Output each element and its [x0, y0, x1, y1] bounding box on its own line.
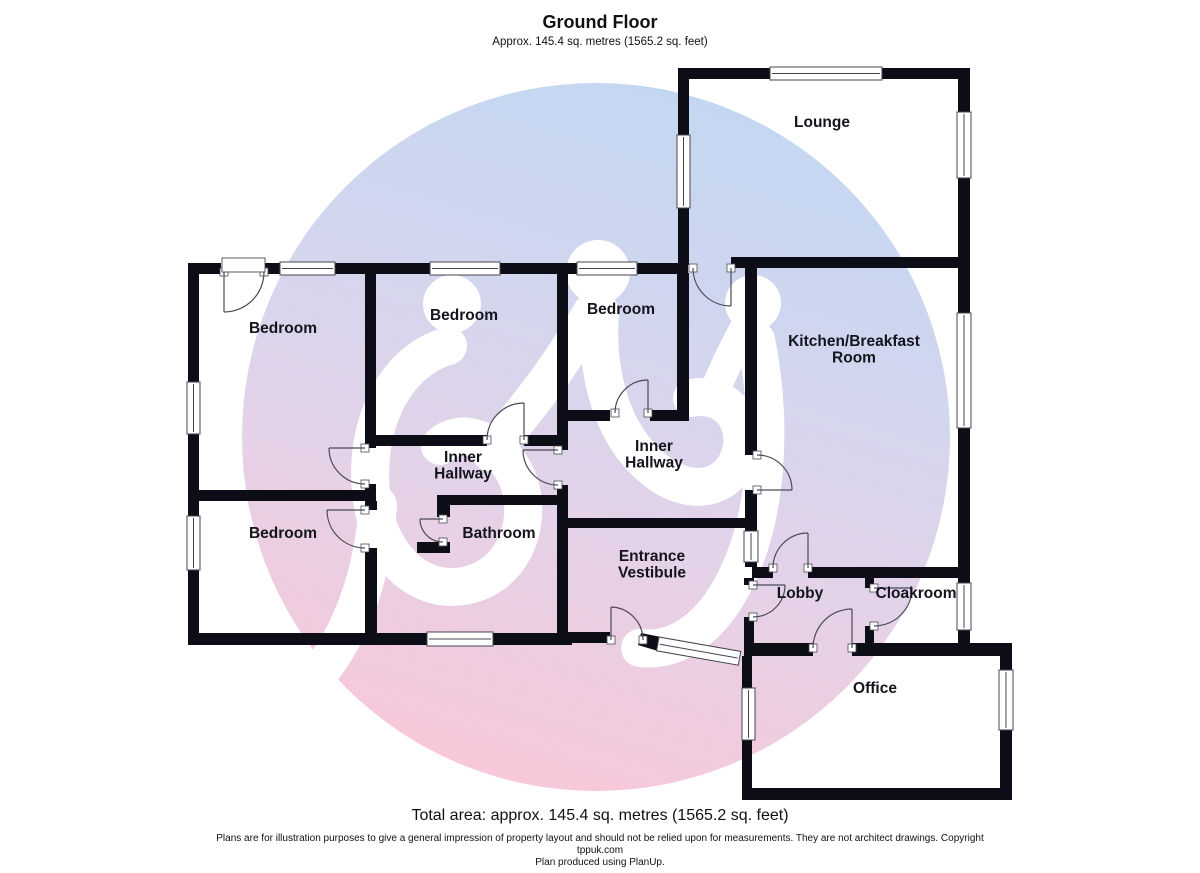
room-label-bedroom-3: Bedroom	[587, 301, 655, 318]
kitchen-door-arc	[756, 454, 793, 491]
lobby-kitchen-door-arc	[772, 532, 809, 569]
wall	[437, 495, 450, 517]
window-pane-line	[659, 643, 738, 659]
wall	[650, 410, 689, 421]
doors-layer	[219, 257, 913, 653]
wall	[188, 633, 572, 645]
logo-figure-stroke	[580, 293, 762, 506]
total-area-text: Total area: approx. 145.4 sq. metres (15…	[411, 807, 789, 824]
room-label-cloakroom: Cloakroom	[876, 585, 957, 602]
plan-header: Ground Floor Approx. 145.4 sq. metres (1…	[0, 0, 1200, 48]
produced-by-text: Plan produced using PlanUp.	[535, 857, 665, 868]
wall	[852, 643, 1012, 656]
wall	[744, 617, 754, 648]
wall	[562, 518, 748, 528]
wall	[368, 435, 487, 446]
lobby-office-door-arc	[812, 608, 853, 649]
watermark-logo	[242, 83, 950, 791]
wall	[742, 788, 1012, 800]
wall	[557, 410, 610, 421]
wall	[557, 485, 568, 633]
wall	[752, 567, 773, 578]
wall	[188, 263, 221, 274]
windows-layer	[186, 66, 1014, 741]
page-subtitle: Approx. 145.4 sq. metres (1565.2 sq. fee…	[492, 35, 708, 48]
wall	[524, 435, 557, 446]
door-leaf-box	[221, 257, 266, 273]
wall	[731, 257, 968, 268]
wall	[188, 263, 199, 645]
wall	[365, 501, 377, 510]
entrance-door-arc	[610, 606, 644, 641]
bedroom1-ext-door-arc	[223, 271, 265, 313]
wall	[417, 542, 450, 553]
wall	[437, 495, 568, 505]
bedroom4-door-arc	[326, 509, 366, 549]
wall	[808, 567, 968, 578]
disclaimer-line-2: tppuk.com	[576, 845, 624, 856]
wall	[744, 643, 813, 656]
vestibule-lobby-door-arc	[752, 584, 786, 618]
wall	[865, 578, 874, 588]
wall	[562, 632, 610, 643]
room-label-bedroom-1: Bedroom	[249, 320, 317, 337]
watermark-circle	[242, 83, 950, 791]
logo-figure-stroke	[286, 486, 397, 707]
page-title: Ground Floor	[542, 12, 658, 32]
bedroom1-door-arc	[328, 447, 366, 485]
wall	[365, 548, 377, 633]
lounge-door-arc	[692, 267, 732, 307]
room-label-bedroom-2: Bedroom	[430, 307, 498, 324]
wall	[865, 626, 874, 648]
wall	[365, 273, 376, 448]
bedroom3-door-arc	[614, 379, 649, 414]
hallway-link-door-arc	[522, 449, 559, 486]
room-label-lobby: Lobby	[777, 585, 824, 602]
room-label-office: Office	[853, 680, 897, 697]
room-label-bathroom: Bathroom	[462, 525, 535, 542]
bathroom-door-arc	[419, 518, 444, 543]
wall	[557, 273, 568, 450]
room-label-lounge: Lounge	[794, 114, 850, 131]
wall	[745, 257, 757, 455]
bedroom2-door-arc	[486, 402, 525, 441]
wall	[677, 273, 689, 421]
room-label-bedroom-4: Bedroom	[249, 525, 317, 542]
disclaimer-line-1: Plans are for illustration purposes to g…	[216, 833, 984, 844]
diagonal-window-group	[655, 636, 742, 666]
cloakroom-door-arc	[873, 587, 913, 627]
wall	[188, 490, 375, 501]
logo-figure-head	[423, 275, 481, 333]
